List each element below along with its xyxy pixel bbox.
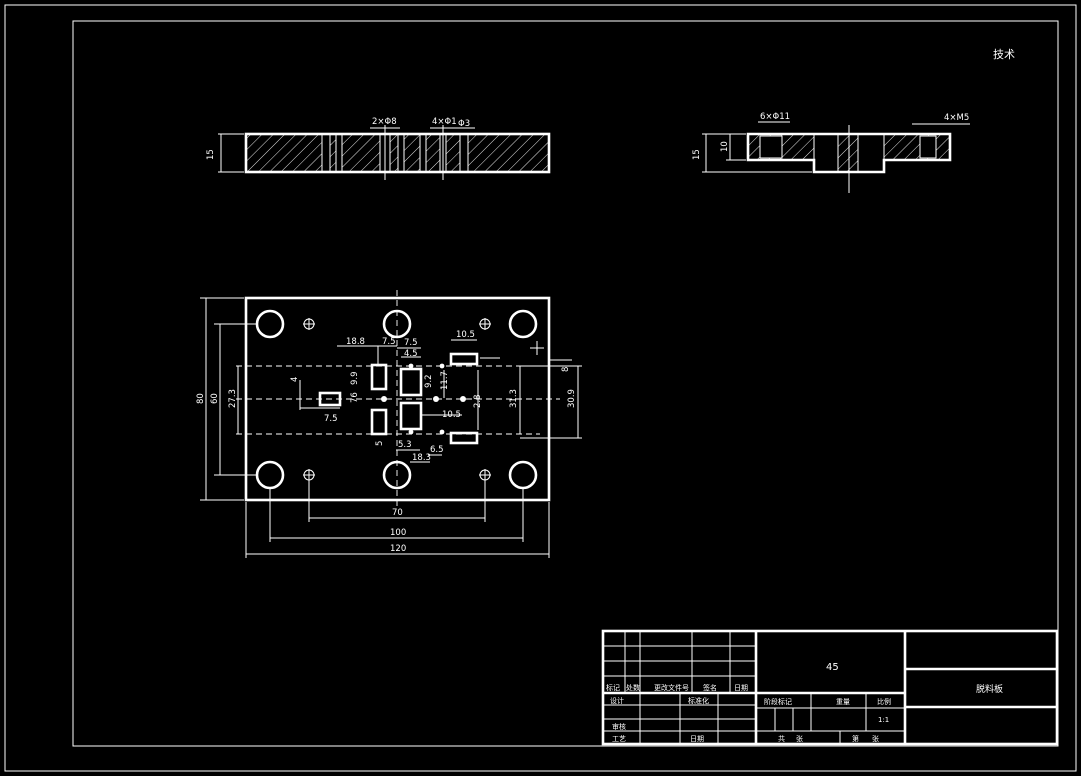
side-thickness-label: 15 [692,149,702,160]
dim-80: 80 [196,393,206,404]
inner-frame [72,20,1059,747]
dim-4: 4 [290,377,300,382]
tb-header-1: 处数 [626,683,640,692]
front-callout-3: Φ3 [458,119,470,129]
plan-view: 80 60 27.3 4 9.9 76 9.2 11.7 2.8 31.3 30… [196,290,582,558]
dim-11-7: 11.7 [440,371,450,390]
side-callout-2: 4×M5 [944,113,969,123]
front-section-view: 15 2×Φ8 4×Φ1 Φ3 [206,117,551,180]
dim-9-2: 9.2 [424,374,434,388]
tb-scale: 1:1 [878,716,889,724]
tb-bottom-2: 日期 [690,735,704,743]
dim-8: 8 [561,367,571,372]
dim-76: 76 [350,392,360,403]
dim-70: 70 [392,508,403,518]
front-callout-1: 2×Φ8 [372,117,397,127]
tb-sheet-0: 共 [778,734,785,743]
dim-60: 60 [210,393,220,404]
dim-2-8: 2.8 [473,394,483,408]
side-callout-1: 6×Φ11 [760,112,790,122]
dim-27-3: 27.3 [228,389,238,408]
tb-stage-2: 比例 [877,697,891,706]
dim-31-3: 31.3 [509,389,519,408]
dim-120: 120 [390,544,406,554]
tb-sheet-3: 张 [872,734,879,743]
tb-bottom-0: 审核 [612,722,626,731]
dim-100: 100 [390,528,406,538]
tb-sheet-2: 第 [852,734,859,743]
dim-7-5-a: 7.5 [382,337,396,347]
side-inner-height-label: 10 [720,141,730,152]
tb-row-0: 设计 [610,696,624,705]
dim-18-8: 18.8 [346,337,365,347]
tb-header-0: 标记 [606,683,620,692]
front-thickness-label: 15 [206,149,216,160]
dim-6-5: 6.5 [430,445,444,455]
side-section-view: 15 10 6×Φ11 4×M5 [692,112,970,193]
outer-border [4,4,1077,772]
dim-9-9: 9.9 [350,371,360,385]
dim-5: 5 [375,441,385,446]
tb-stage-0: 阶段标记 [764,697,792,706]
tb-header-4: 日期 [734,684,748,692]
dim-18-3: 18.3 [412,453,431,463]
dim-7-5-b: 7.5 [404,338,418,348]
title-block: 标记 处数 更改文件号 签名 日期 设计 标准化 审核 工艺 日期 45 阶段标… [601,629,1059,746]
tb-header-3: 签名 [703,683,717,692]
dim-30-9: 30.9 [567,389,577,408]
tb-stage-1: 重量 [836,698,850,706]
dim-4-5: 4.5 [404,349,418,359]
front-callout-2: 4×Φ1 [432,117,457,127]
tb-row-1: 标准化 [688,696,709,705]
tb-bottom-1: 工艺 [612,735,626,743]
dim-10-5-bot: 10.5 [442,410,461,420]
dim-5-3: 5.3 [398,440,412,450]
tb-header-2: 更改文件号 [654,683,689,692]
tb-material: 45 [826,662,839,673]
tb-sheet-1: 张 [796,734,803,743]
dim-10-5-top: 10.5 [456,330,475,340]
tb-part-name: 脱料板 [976,683,1003,695]
corner-mark: 技术 [993,48,1015,61]
dim-7-5-left: 7.5 [324,414,338,424]
